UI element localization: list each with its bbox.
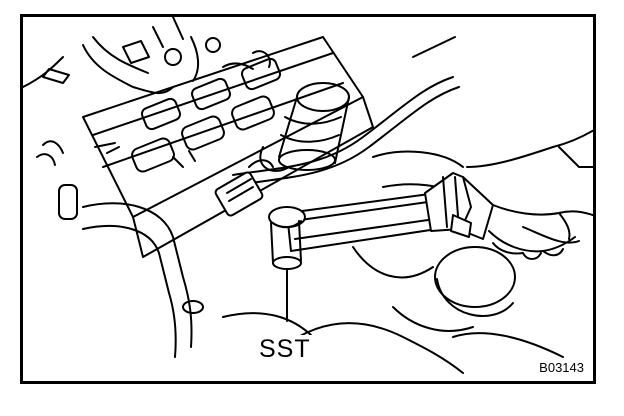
engine-drawing xyxy=(23,17,593,374)
cable xyxy=(232,36,460,186)
canister xyxy=(259,82,350,172)
figure-code: B03143 xyxy=(536,360,587,375)
right-components xyxy=(222,150,580,374)
left-elbows xyxy=(36,140,204,358)
sst-label: SST xyxy=(255,335,315,364)
cylinder-head xyxy=(82,36,374,258)
hand xyxy=(466,129,593,260)
upper-hoses xyxy=(23,17,271,94)
illustration-frame: SST B03143 xyxy=(20,14,596,384)
connector xyxy=(214,159,274,217)
sst-wrench xyxy=(268,172,494,270)
